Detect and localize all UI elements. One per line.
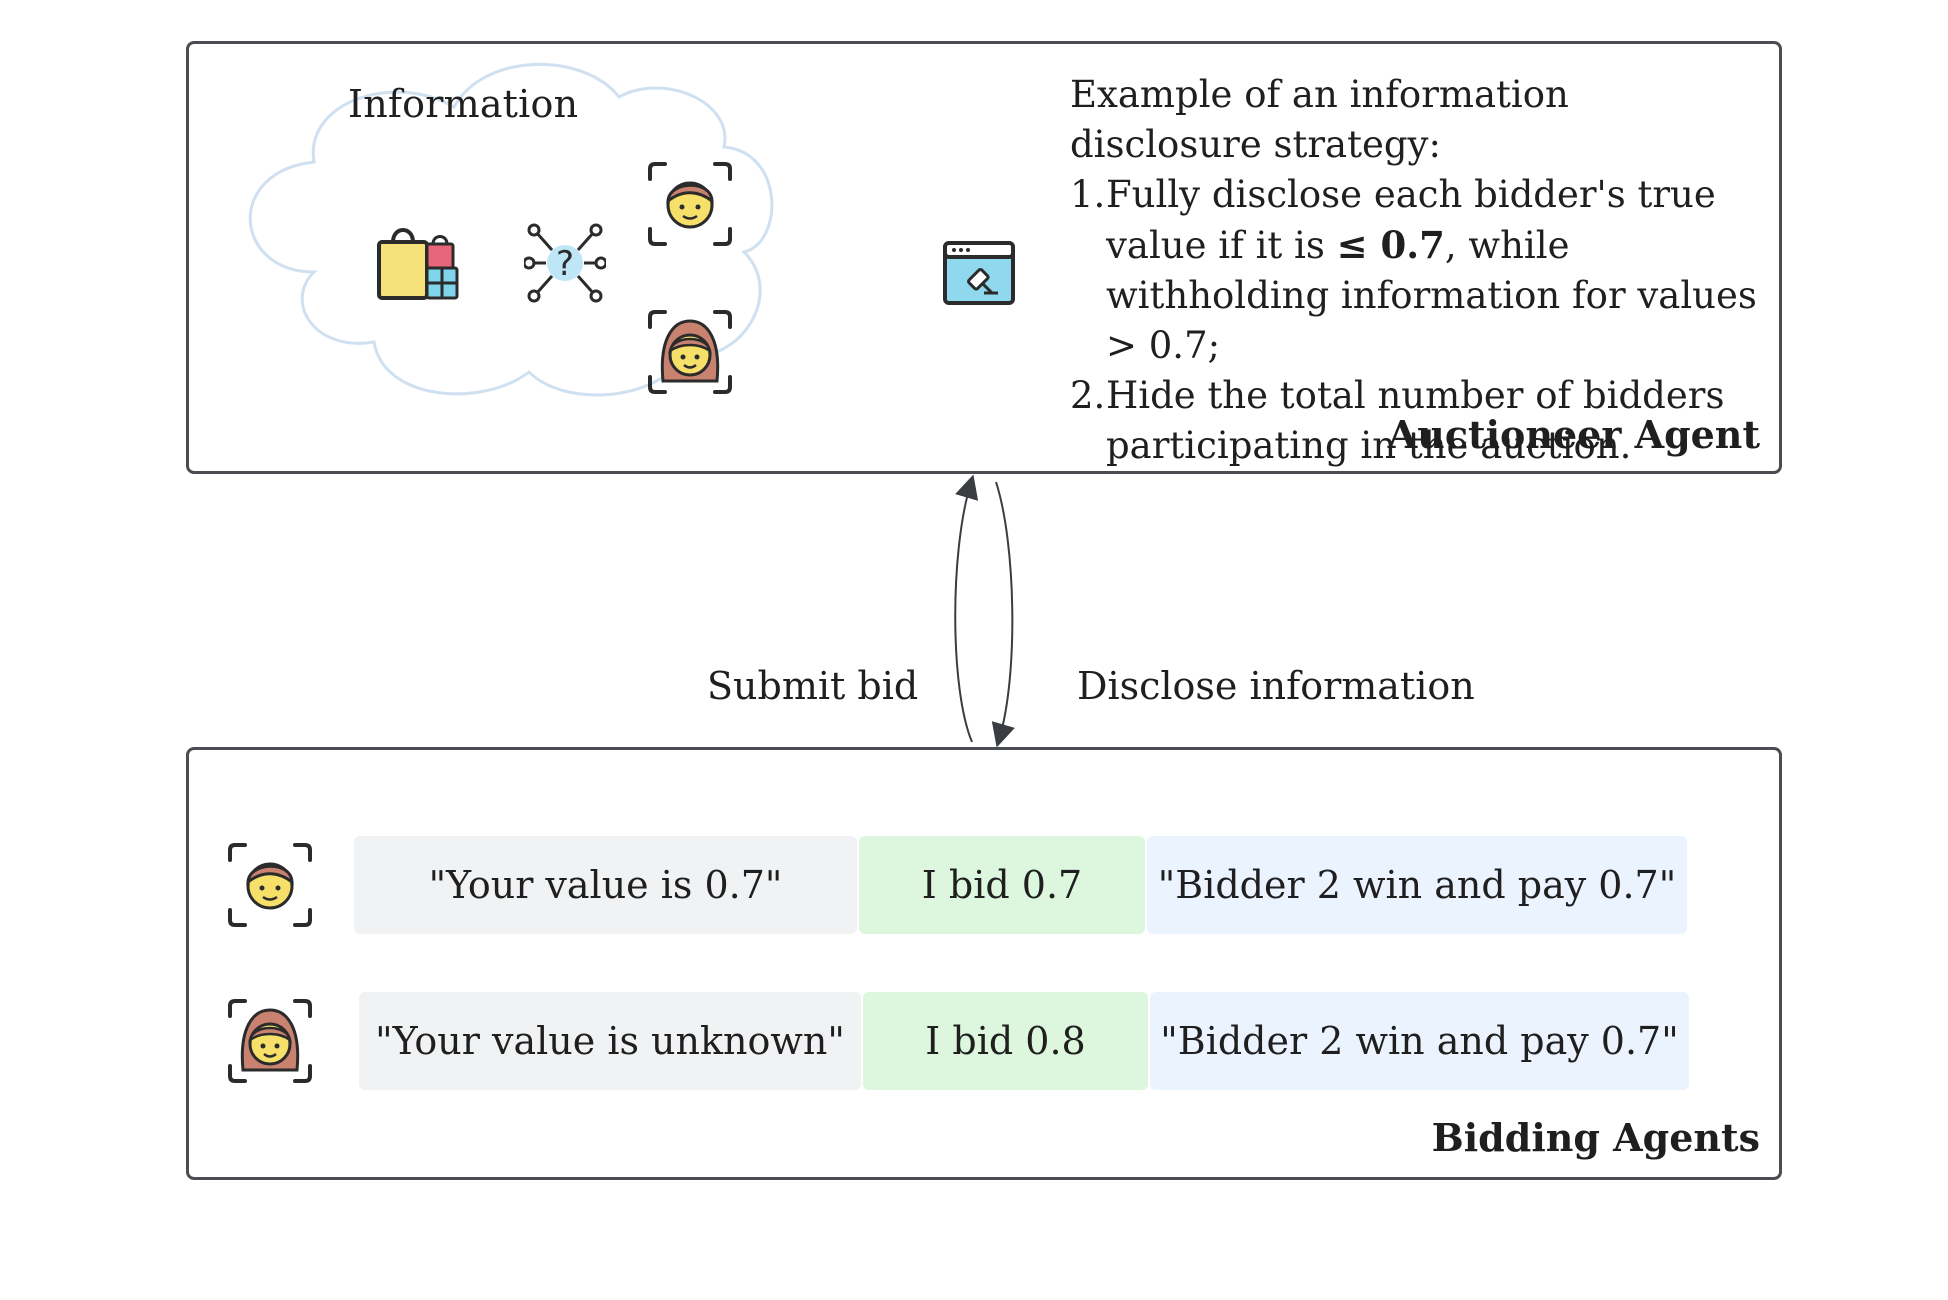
- submit-bid-label: Submit bid: [707, 664, 919, 708]
- row-2-info-cell: "Your value is unknown": [359, 992, 861, 1090]
- cloud-label: Information: [348, 82, 579, 126]
- strategy-item-number: 1.: [1070, 173, 1106, 216]
- strategy-item-text: Hide the total number of bidders partici…: [1106, 374, 1725, 467]
- strategy-item-text: Fully disclose each bidder's true value …: [1106, 173, 1716, 267]
- shopping-bags-icon: [377, 228, 459, 300]
- row-1-result-cell: "Bidder 2 win and pay 0.7": [1147, 836, 1687, 934]
- bidders-panel: [186, 747, 1782, 1180]
- bidder-2-face-icon: [648, 310, 732, 394]
- bidder-2-face-icon: [228, 999, 312, 1083]
- strategy-heading: Example of an information disclosure str…: [1070, 73, 1569, 166]
- row-1-info-cell: "Your value is 0.7": [354, 836, 857, 934]
- row-2-bid-cell: I bid 0.8: [863, 992, 1148, 1090]
- flow-arrows: [954, 474, 1015, 748]
- auctioneer-agent-title: Auctioneer Agent: [1387, 412, 1760, 457]
- disclose-info-arrow: [991, 481, 1015, 748]
- strategy-item-text-rest: , while withholding information for valu…: [1106, 224, 1757, 367]
- submit-bid-arrow: [954, 474, 979, 743]
- strategy-item-2: 2. Hide the total number of bidders part…: [1070, 371, 1770, 471]
- strategy-list: 1. Fully disclose each bidder's true val…: [1070, 170, 1770, 471]
- bidding-agents-title: Bidding Agents: [1431, 1115, 1760, 1160]
- auction-browser-icon: [943, 241, 1015, 305]
- row-1-bid-cell: I bid 0.7: [859, 836, 1145, 934]
- strategy-item-1: 1. Fully disclose each bidder's true val…: [1070, 170, 1770, 371]
- strategy-item-number: 2.: [1070, 374, 1106, 417]
- bidder-1-face-icon: [228, 843, 312, 927]
- disclose-information-label: Disclose information: [1077, 664, 1475, 708]
- network-question-icon: ?: [524, 223, 606, 303]
- bidder-1-face-icon: [648, 162, 732, 246]
- strategy-text: Example of an information disclosure str…: [1070, 70, 1770, 471]
- threshold-value: ≤ 0.7: [1336, 223, 1445, 267]
- information-cloud: [248, 62, 774, 397]
- row-2-result-cell: "Bidder 2 win and pay 0.7": [1150, 992, 1689, 1090]
- svg-text:?: ?: [556, 244, 574, 284]
